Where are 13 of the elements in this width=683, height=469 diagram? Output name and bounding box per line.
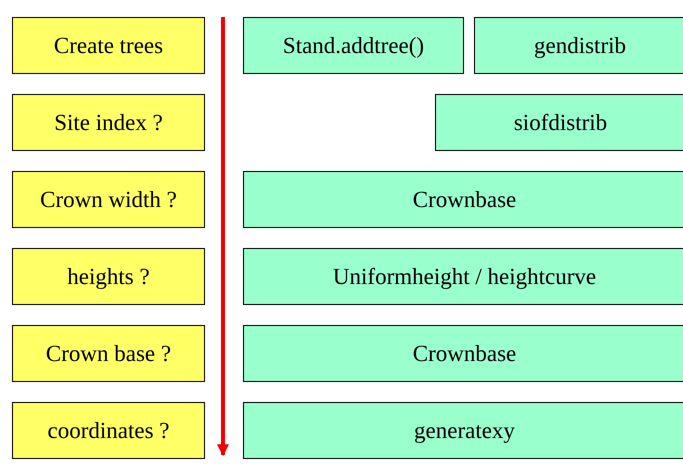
function-box: generatexy (243, 402, 683, 459)
function-box: Crownbase (243, 325, 683, 382)
function-box: Stand.addtree() (243, 17, 464, 74)
step-box: Site index ? (12, 94, 205, 151)
step-box: Crown base ? (12, 325, 205, 382)
step-box: coordinates ? (12, 402, 205, 459)
step-box: Create trees (12, 17, 205, 74)
function-box: Crownbase (243, 171, 683, 228)
step-box: Crown width ? (12, 171, 205, 228)
function-box: gendistrib (474, 17, 683, 74)
step-box: heights ? (12, 248, 205, 305)
function-box: siofdistrib (435, 94, 683, 151)
function-box: Uniformheight / heightcurve (243, 248, 683, 305)
